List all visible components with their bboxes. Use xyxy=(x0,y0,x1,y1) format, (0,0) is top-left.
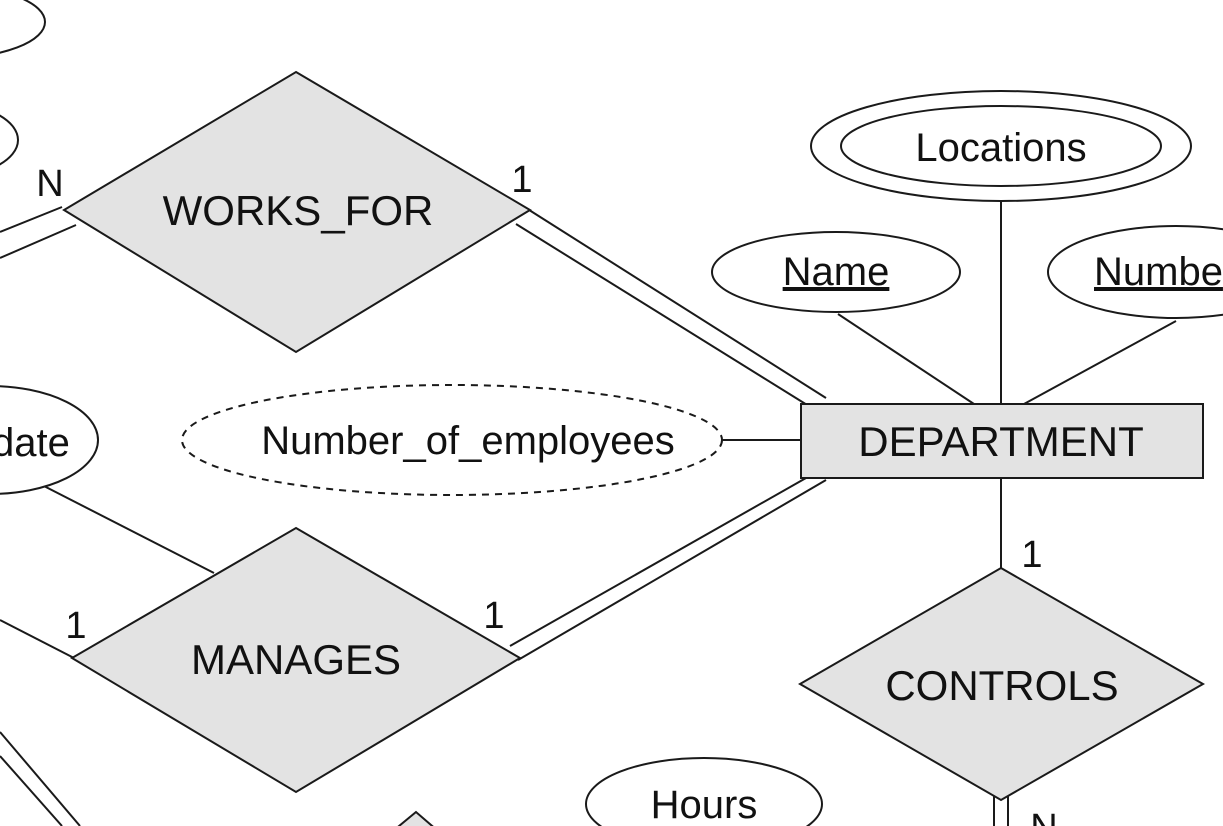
partial-attribute-top-left xyxy=(0,0,46,54)
lower-left-line-a xyxy=(0,755,63,826)
works-for-department-cardinality: 1 xyxy=(511,159,532,201)
number-of-employees-attribute xyxy=(181,384,723,496)
manages-employee-cardinality: 1 xyxy=(65,605,86,647)
locations-label: Locations xyxy=(915,126,1086,170)
controls-label: CONTROLS xyxy=(885,662,1118,709)
manages-relationship xyxy=(70,526,522,794)
works-for-relationship xyxy=(62,70,532,354)
hours-attribute xyxy=(585,757,823,826)
start-date-label: date xyxy=(0,421,70,465)
locations-attribute-inner xyxy=(840,105,1162,187)
start-date-connector xyxy=(39,483,215,574)
works-for-label: WORKS_FOR xyxy=(163,187,434,234)
partial-relationship-bottom xyxy=(397,810,434,826)
hours-label: Hours xyxy=(651,783,758,826)
controls-project-cardinality: N xyxy=(1030,807,1057,826)
works-for-department-line-b xyxy=(515,223,813,409)
number-attribute xyxy=(1047,225,1223,319)
manages-employee-line xyxy=(0,619,75,659)
lower-left-line-b xyxy=(0,731,81,826)
partial-attribute-left xyxy=(0,114,19,166)
controls-department-cardinality: 1 xyxy=(1021,534,1042,576)
number-connector xyxy=(1023,320,1177,405)
number-label: Numbe xyxy=(1094,250,1223,294)
start-date-attribute xyxy=(0,385,99,495)
number-of-employees-label: Number_of_employees xyxy=(261,419,675,463)
works-for-department-line-a xyxy=(525,207,827,399)
works-for-employee-line-b xyxy=(0,224,77,259)
works-for-employee-line-a xyxy=(0,206,63,233)
manages-department-line-b xyxy=(517,479,827,661)
department-entity xyxy=(800,403,1204,479)
name-connector xyxy=(837,313,975,405)
name-attribute xyxy=(711,231,961,313)
manages-label: MANAGES xyxy=(191,636,401,683)
works-for-employee-cardinality: N xyxy=(36,163,63,205)
controls-relationship xyxy=(797,566,1206,802)
name-label: Name xyxy=(783,250,890,294)
manages-department-cardinality: 1 xyxy=(483,595,504,637)
manages-department-line-a xyxy=(509,477,807,647)
department-label: DEPARTMENT xyxy=(858,418,1143,465)
